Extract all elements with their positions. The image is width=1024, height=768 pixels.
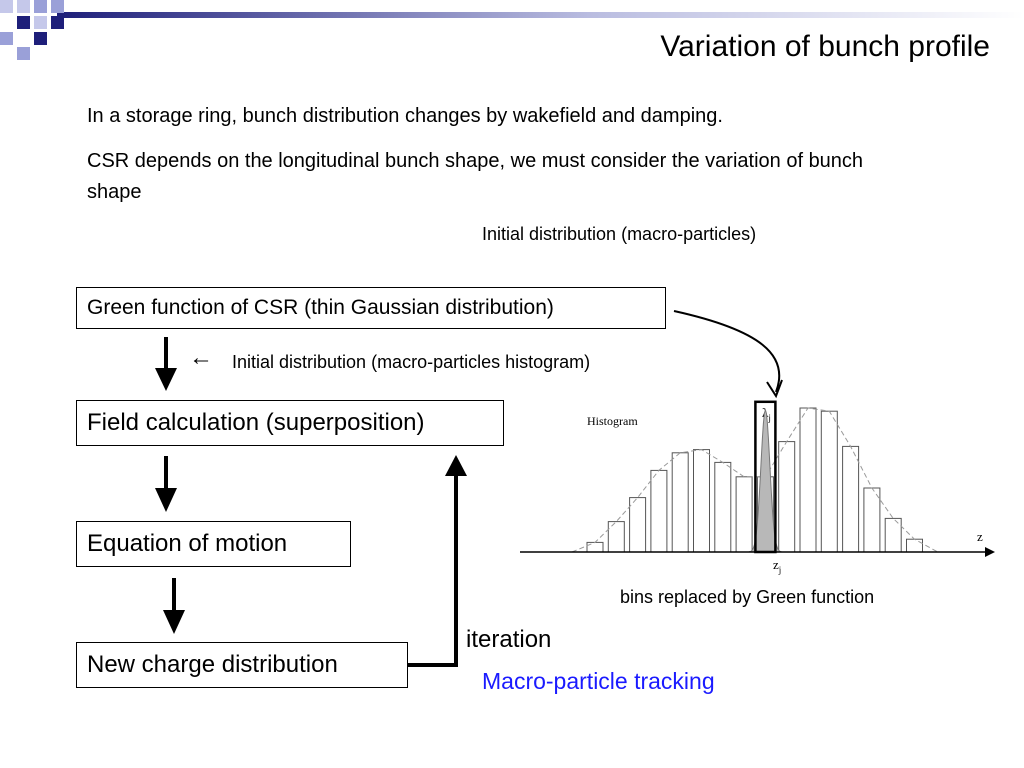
iteration-loop-arrow-icon [408,455,467,667]
left-arrow-icon: ← [189,344,213,371]
histogram-bar [607,521,625,553]
zj-label: zj [773,557,781,575]
histogram-bar [863,487,881,553]
paragraph-wakefield: In a storage ring, bunch distribution ch… [87,105,723,127]
green-function-box: Green function of CSR (thin Gaussian dis… [76,287,666,329]
header-gradient-bar [57,12,1024,18]
down-arrow-2-icon [155,456,177,512]
green-function-box-label: Green function of CSR (thin Gaussian dis… [87,296,554,319]
histogram-bar [693,449,710,553]
equation-of-motion-box-label: Equation of motion [87,530,288,557]
histogram-bar [842,445,860,553]
histogram-envelope [571,407,939,553]
field-calculation-box: Field calculation (superposition) [76,400,504,446]
histogram-caption: bins replaced by Green function [620,587,875,607]
iteration-label: iteration [466,626,552,653]
histogram-bar [629,497,647,553]
histogram-bar [799,407,817,553]
green-function-gaussian [748,407,782,553]
field-calculation-box-label: Field calculation (superposition) [87,409,425,436]
initial-distribution-label: Initial distribution (macro-particles) [482,224,757,244]
histogram-bar [586,541,604,553]
slide-title: Variation of bunch profile [660,30,990,63]
equation-of-motion-box: Equation of motion [76,521,351,567]
new-charge-distribution-box-label: New charge distribution [87,651,338,678]
paragraph-csr: CSR depends on the longitudinal bunch sh… [87,150,864,203]
curved-pointer-arrow-icon [673,310,783,399]
down-arrow-3-icon [163,578,185,634]
z-axis-label: z [977,529,983,544]
histogram-bar [735,476,753,553]
new-charge-distribution-box: New charge distribution [76,642,408,688]
histogram-bar [650,469,668,553]
histogram-bar [906,538,923,553]
header-decoration [0,0,1024,60]
histogram-bar [714,461,732,553]
macro-particle-tracking-label: Macro-particle tracking [482,668,715,694]
logo-squares-icon [0,0,64,60]
histogram-figure: Histogram λj z zj [520,400,995,575]
histogram-title: Histogram [587,414,638,428]
z-axis-arrowhead-icon [985,547,995,557]
histogram-bar [884,517,902,553]
histogram-bar [671,452,689,553]
histogram-bar [820,410,838,553]
down-arrow-1-icon [155,337,177,391]
histogram-bar [778,441,796,553]
histogram-input-label: Initial distribution (macro-particles hi… [232,352,591,372]
